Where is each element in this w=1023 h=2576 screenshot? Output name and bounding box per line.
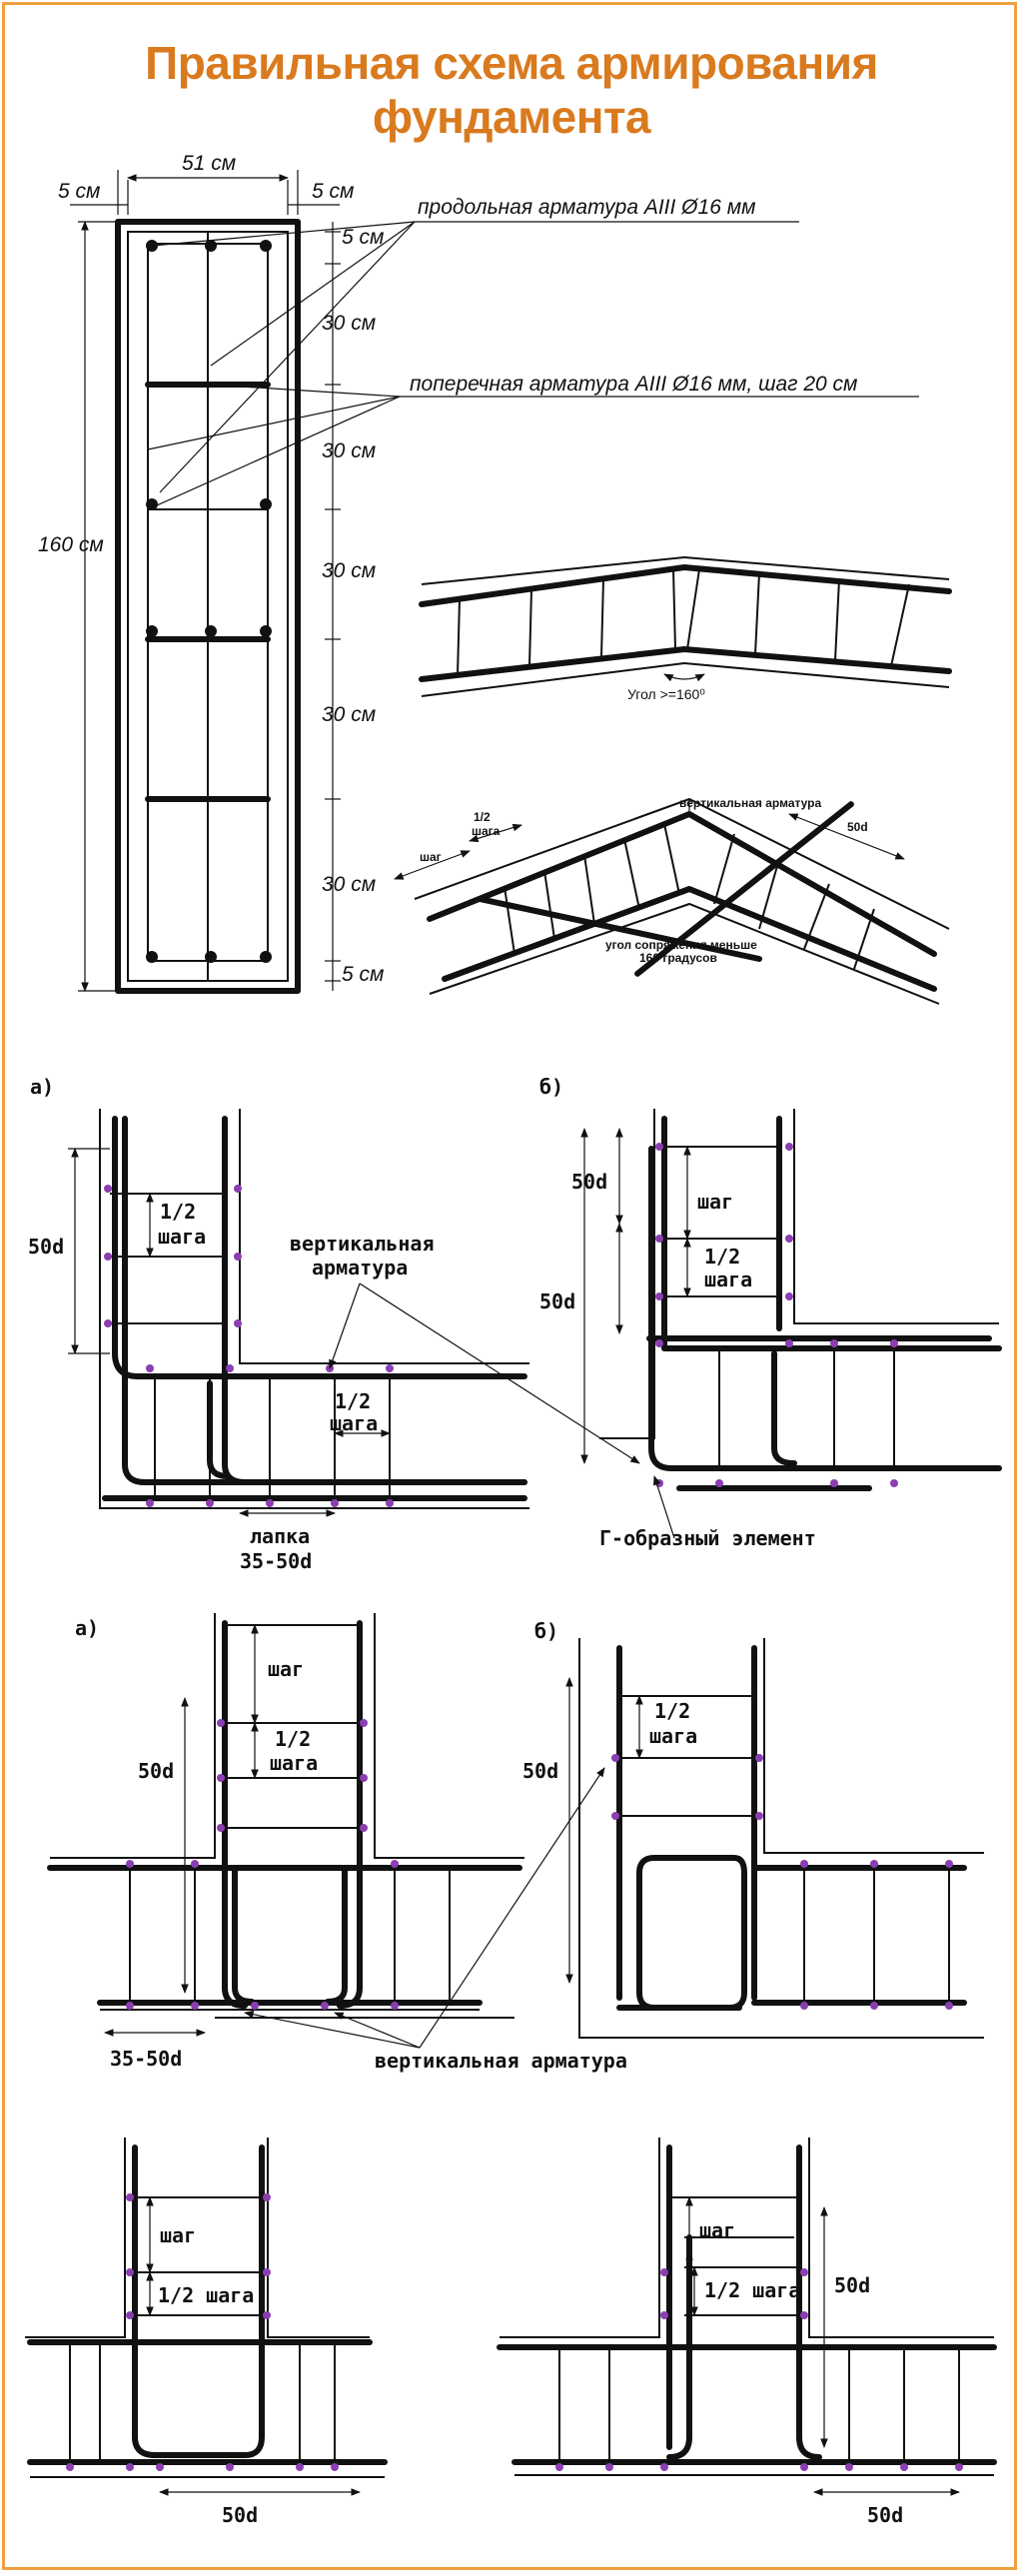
vertical-row3: вертикальная арматура [375, 2049, 627, 2073]
d50-b-1: 50d [571, 1170, 607, 1194]
dim-160: 160 см [38, 533, 104, 556]
d35-row3: 35-50d [110, 2047, 182, 2071]
dim-30-e: 30 см [322, 873, 376, 896]
half-a-1: 1/2 [160, 1200, 196, 1224]
label-vertical-rebar: вертикальная арматура [679, 796, 822, 810]
dim-5-right: 5 см [312, 180, 354, 203]
corner-detail-b: б) 50d 50d шаг 1/2 шага [539, 1075, 1002, 1550]
tee-detail-b: б) 50d 1/2 шага [522, 1619, 984, 2039]
label-b-2: б) [534, 1619, 558, 1643]
note-line-1: угол сопряжения меньше [605, 938, 757, 952]
half-step-1: 1/2 [474, 810, 491, 824]
half-row3-1: 1/2 [275, 1727, 311, 1751]
d50-row4-c: 50d [867, 2503, 903, 2527]
d50-a: 50d [28, 1235, 64, 1259]
half-c-1: 1/2 [704, 1245, 740, 1269]
angle-detail-160: Угол >=160⁰ [419, 555, 952, 702]
note-line-2: 160 градусов [639, 951, 717, 965]
dim-30-a: 30 см [322, 312, 376, 335]
half-a-2: шага [158, 1225, 206, 1249]
page-title: Правильная схема армирования фундамента [145, 37, 878, 143]
vertical-2: арматура [312, 1256, 408, 1280]
d50-label: 50d [847, 820, 868, 834]
lapka-2: 35-50d [240, 1549, 312, 1573]
dim-30-c: 30 см [322, 559, 376, 582]
label-a: а) [30, 1075, 54, 1099]
outer-contour [115, 219, 301, 994]
label-a-2: а) [75, 1616, 99, 1640]
dim-5-bottom: 5 см [342, 963, 384, 986]
half-c-2: шага [704, 1268, 752, 1291]
corner-detail-a: а) 50d 1/2 шага вертикальная арматура [28, 1075, 640, 1573]
step-row4-a: шаг [160, 2223, 196, 2247]
tee-detail-c: шаг 1/2 шага 50d [25, 2138, 388, 2527]
angle-label: Угол >=160⁰ [627, 686, 705, 702]
step-row3: шаг [268, 1657, 304, 1681]
longitudinal-bars [146, 240, 272, 963]
half-row3-2: шага [270, 1751, 318, 1775]
dim-5-top: 5 см [342, 226, 384, 249]
lapka-1: лапка [250, 1524, 310, 1548]
half-row3-b-2: шага [649, 1724, 697, 1748]
step-label: шаг [420, 850, 442, 864]
dim-5-left: 5 см [58, 180, 100, 203]
g-element: Г-образный элемент [599, 1526, 816, 1550]
tee-detail-d: шаг 1/2 шага 50d 50d [497, 2138, 997, 2527]
d50-row3-b: 50d [522, 1759, 558, 1783]
d50-row4-b: 50d [834, 2273, 870, 2297]
d50-row3: 50d [138, 1759, 174, 1783]
vertical-1: вертикальная [290, 1232, 435, 1256]
step-b: шаг [697, 1190, 733, 1214]
label-b: б) [539, 1075, 563, 1099]
half-b-2: шага [330, 1411, 378, 1435]
step-row4-b: шаг [699, 2218, 735, 2242]
d50-b-2: 50d [539, 1289, 575, 1313]
dim-51: 51 см [182, 152, 236, 175]
dim-30-d: 30 см [322, 703, 376, 726]
d50-row4-a: 50d [222, 2503, 258, 2527]
angle-detail-less-160: вертикальная арматура 1/2 шага шаг 50d у… [394, 796, 950, 1005]
foundation-cross-section: 51 см 5 см 5 см 160 см 5 см 30 см 30 см … [38, 152, 919, 994]
half-row4-a: 1/2 шага [158, 2283, 254, 2307]
label-longitudinal: продольная арматура AIII Ø16 мм [418, 196, 756, 219]
tee-detail-a: а) шаг 1/2 шага 50d 35-50d [47, 1613, 627, 2073]
half-row4-b: 1/2 шага [704, 2278, 800, 2302]
half-b-1: 1/2 [335, 1389, 371, 1413]
dim-30-b: 30 см [322, 439, 376, 462]
label-transverse: поперечная арматура AIII Ø16 мм, шаг 20 … [410, 373, 857, 396]
half-row3-b-1: 1/2 [654, 1699, 690, 1723]
